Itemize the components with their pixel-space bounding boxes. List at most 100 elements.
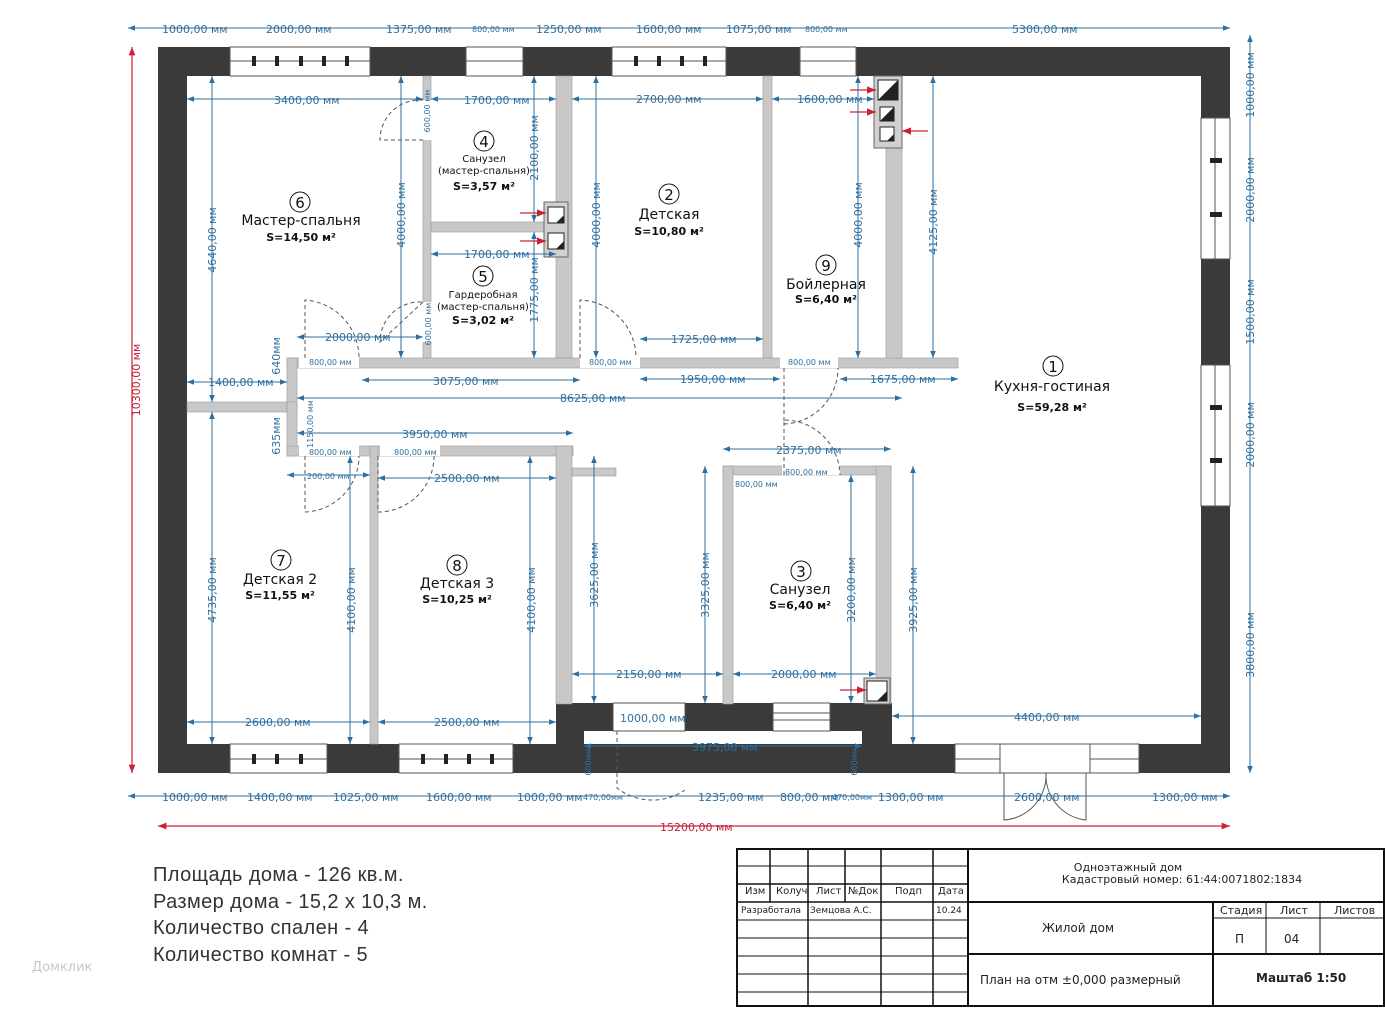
svg-text:1: 1 bbox=[1048, 358, 1058, 376]
svg-text:Детская: Детская bbox=[639, 207, 700, 223]
svg-text:Кухня-гостиная: Кухня-гостиная bbox=[994, 379, 1110, 395]
dim-3975: 3975,00 мм bbox=[692, 741, 758, 754]
project-title: Одноэтажный дом bbox=[1073, 861, 1183, 874]
house-summary: Площадь дома - 126 кв.м. Размер дома - 1… bbox=[153, 862, 428, 968]
dim-bot-6: 1235,00 мм bbox=[698, 791, 764, 804]
dim-bot-2: 1025,00 мм bbox=[333, 791, 399, 804]
room-5: 5 Гардеробная (мастер-спальня) S=3,02 м² bbox=[437, 265, 529, 327]
dim-800a: 800,00 мм bbox=[309, 358, 352, 367]
svg-text:(мастер-спальня): (мастер-спальня) bbox=[438, 166, 530, 177]
dim-2600: 2600,00 мм bbox=[245, 716, 311, 729]
dim-v2100: 2100,00 мм bbox=[528, 115, 541, 181]
dim-v600b: 600,00 мм bbox=[424, 303, 433, 346]
sheets-total-header: Листов bbox=[1334, 904, 1376, 917]
dim-1700a: 1700,00 мм bbox=[464, 94, 530, 107]
developer-name: Земцова А.С. bbox=[810, 906, 872, 916]
summary-bedrooms: Количество спален - 4 bbox=[153, 917, 370, 939]
dim-right-3: 2000,00 мм bbox=[1244, 402, 1257, 468]
sheet-title: План на отм ±0,000 размерный bbox=[980, 973, 1181, 987]
dimension-lines bbox=[128, 25, 1253, 799]
svg-text:S=10,80 м²: S=10,80 м² bbox=[634, 225, 704, 238]
inner-dimension-labels: 3400,00 мм 1700,00 мм 2700,00 мм 1600,00… bbox=[206, 90, 1080, 776]
dim-3950: 3950,00 мм bbox=[402, 428, 468, 441]
dim-bot-3: 1600,00 мм bbox=[426, 791, 492, 804]
stage-value: П bbox=[1235, 932, 1245, 946]
dim-1950: 1950,00 мм bbox=[680, 373, 746, 386]
room-labels: 1 Кухня-гостиная S=59,28 м² 2 Детская S=… bbox=[241, 130, 1110, 612]
title-block: Одноэтажный дом Кадастровый номер: 61:44… bbox=[736, 848, 1385, 1007]
room-9: 9 Бойлерная S=6,40 м² bbox=[786, 254, 866, 306]
dim-800f: 800,00 мм bbox=[785, 468, 828, 477]
room-3: 3 Санузел S=6,40 м² bbox=[769, 560, 831, 612]
svg-text:Детская 2: Детская 2 bbox=[243, 572, 317, 588]
room-6: 6 Мастер-спальня S=14,50 м² bbox=[241, 191, 361, 244]
svg-text:Бойлерная: Бойлерная bbox=[786, 277, 866, 293]
dim-v3200: 3200,00 мм bbox=[845, 557, 858, 623]
room-2: 2 Детская S=10,80 м² bbox=[634, 183, 704, 238]
dim-v3625: 3625,00 мм bbox=[588, 542, 601, 608]
dim-800g: 800,00 мм bbox=[735, 480, 778, 489]
svg-text:S=10,25 м²: S=10,25 м² bbox=[422, 593, 492, 606]
dim-top-6: 1075,00 мм bbox=[726, 23, 792, 36]
svg-text:Детская 3: Детская 3 bbox=[420, 576, 494, 592]
dim-bot-5: 470,00мм bbox=[583, 793, 623, 802]
room-8: 8 Детская 3 S=10,25 м² bbox=[420, 554, 494, 606]
col-podp: Подп bbox=[895, 886, 923, 897]
room-4: 4 Санузел (мастер-спальня) S=3,57 м² bbox=[438, 130, 530, 193]
room-1: 1 Кухня-гостиная S=59,28 м² bbox=[994, 355, 1110, 414]
svg-text:6: 6 bbox=[295, 194, 305, 212]
dim-v3325: 3325,00 мм bbox=[699, 552, 712, 618]
col-data: Дата bbox=[938, 886, 964, 897]
total-dimension-lines bbox=[128, 47, 1230, 830]
dim-v4000c: 4000,00 мм bbox=[852, 182, 865, 248]
dim-2500b: 2500,00 мм bbox=[434, 716, 500, 729]
dim-4400: 4400,00 мм bbox=[1014, 711, 1080, 724]
dim-800e: 800,00 мм bbox=[394, 448, 437, 457]
dim-bot-10: 2600,00 мм bbox=[1014, 791, 1080, 804]
windows bbox=[229, 46, 1231, 821]
dim-v4000b: 4000,00 мм bbox=[590, 182, 603, 248]
dim-v4100b: 4100,00 мм bbox=[525, 567, 538, 633]
dim-top-7: 800,00 мм bbox=[805, 25, 848, 34]
svg-text:Гардеробная: Гардеробная bbox=[449, 290, 518, 301]
interior-walls bbox=[186, 75, 959, 745]
vent-shafts bbox=[520, 75, 928, 705]
dim-800c: 800,00 мм bbox=[788, 358, 831, 367]
dim-1600: 1600,00 мм bbox=[797, 93, 863, 106]
dim-top-0: 1000,00 мм bbox=[162, 23, 228, 36]
dim-v4640: 4640,00 мм bbox=[206, 207, 219, 273]
svg-text:S=6,40 м²: S=6,40 м² bbox=[769, 599, 831, 612]
dim-2375: 2375,00 мм bbox=[776, 444, 842, 457]
summary-size: Размер дома - 15,2 х 10,3 м. bbox=[153, 890, 428, 913]
svg-text:5: 5 bbox=[478, 268, 488, 286]
sheet-header: Лист bbox=[1280, 904, 1308, 917]
scale-label: Маштаб 1:50 bbox=[1256, 971, 1347, 985]
dim-bot-4: 1000,00 мм bbox=[517, 791, 583, 804]
dim-top-3: 800,00 мм bbox=[472, 25, 515, 34]
summary-rooms: Количество комнат - 5 bbox=[153, 943, 368, 966]
col-ndok: №Док bbox=[848, 886, 879, 897]
col-izm: Изм bbox=[745, 886, 766, 897]
svg-text:9: 9 bbox=[821, 257, 831, 275]
dim-top-1: 2000,00 мм bbox=[266, 23, 332, 36]
title-block-grid bbox=[736, 848, 1385, 1007]
svg-text:3: 3 bbox=[796, 563, 806, 581]
dim-1675: 1675,00 мм bbox=[870, 373, 936, 386]
dim-1000: 1000,00 мм bbox=[620, 712, 686, 725]
dim-v600a: 600,00 мм bbox=[423, 90, 432, 133]
dim-bot-7: 800,00 мм bbox=[780, 791, 839, 804]
dim-bot-0: 1000,00 мм bbox=[162, 791, 228, 804]
right-dimension-labels: 1000,00 мм 2000,00 мм 1500,00 мм 2000,00… bbox=[1244, 52, 1257, 678]
svg-text:S=3,02 м²: S=3,02 м² bbox=[452, 314, 514, 327]
developer-date: 10.24 bbox=[936, 906, 962, 916]
dim-v1775: 1775,00 мм bbox=[528, 257, 541, 323]
dim-v4125: 4125,00 мм bbox=[927, 189, 940, 255]
dim-top-4: 1250,00 мм bbox=[536, 23, 602, 36]
dim-bot-1: 1400,00 мм bbox=[247, 791, 313, 804]
dim-1700b: 1700,00 мм bbox=[464, 248, 530, 261]
svg-text:Мастер-спальня: Мастер-спальня bbox=[241, 213, 360, 229]
svg-text:Санузел: Санузел bbox=[770, 582, 831, 598]
dim-200: 200,00 мм bbox=[307, 472, 350, 481]
svg-text:4: 4 bbox=[479, 133, 489, 151]
